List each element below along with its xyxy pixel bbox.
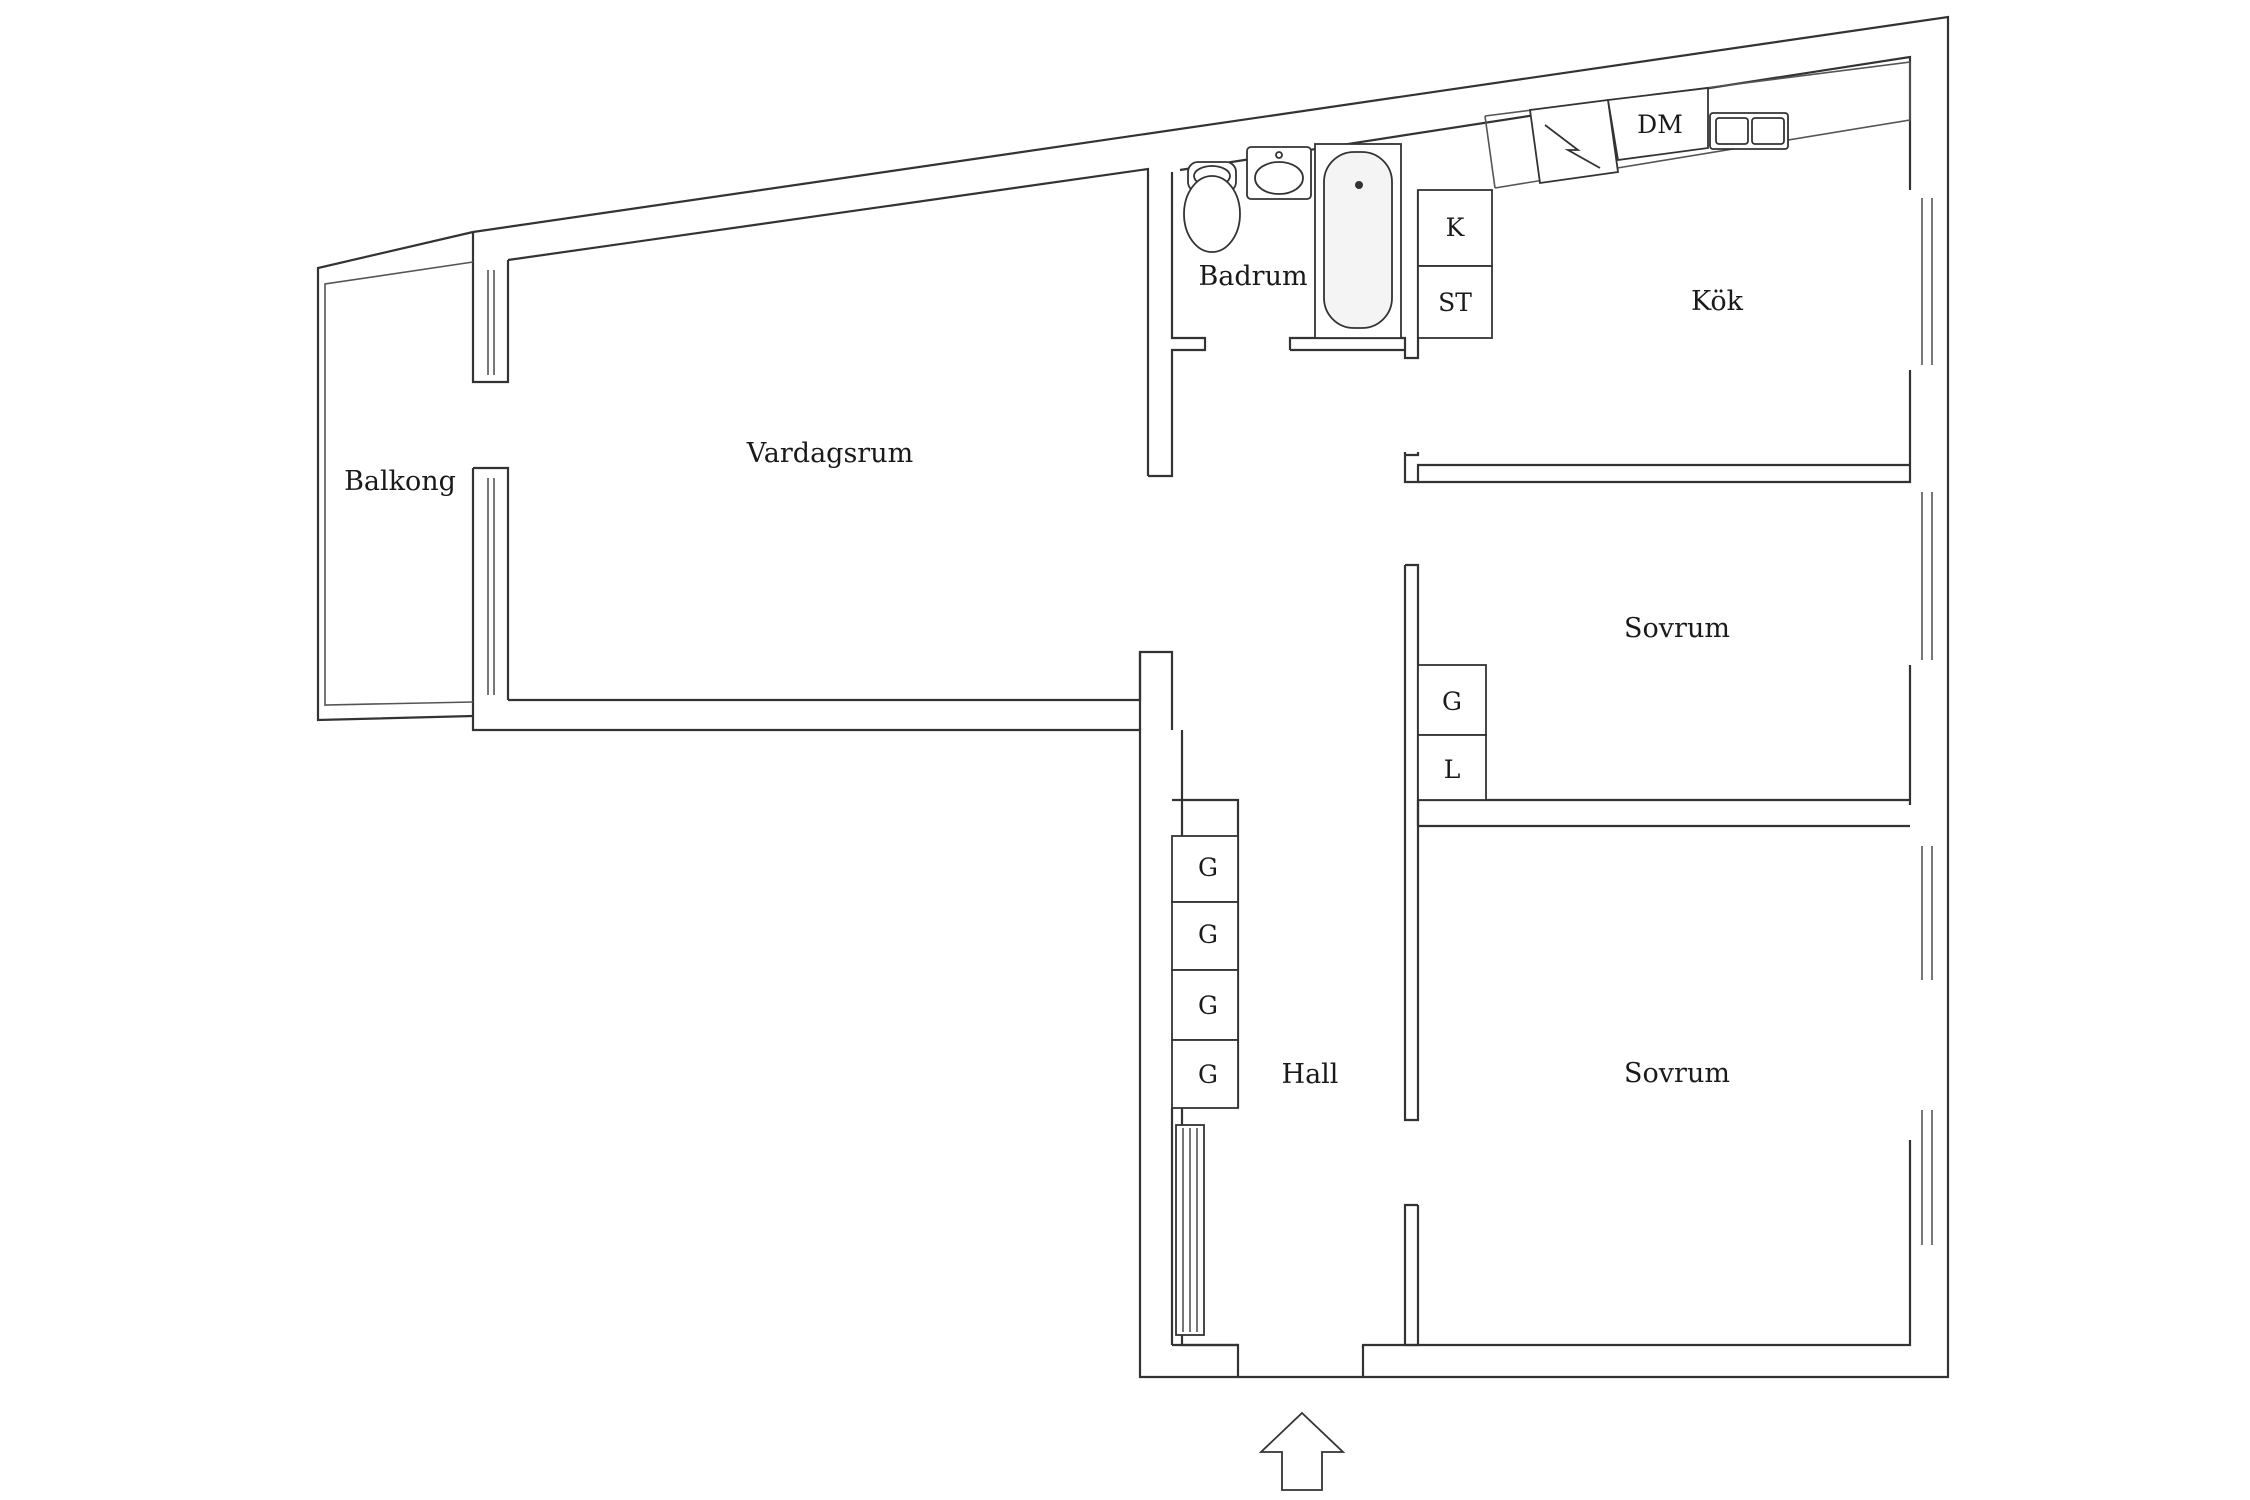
hall-closets: G G G G [1171, 835, 1239, 1109]
sink-icon [1246, 146, 1312, 200]
radiator-icon [1175, 1124, 1205, 1336]
closet-label-dm: DM [1637, 110, 1683, 139]
room-label-vardagsrum: Vardagsrum [746, 438, 913, 469]
closet-label-l: L [1444, 755, 1461, 784]
closet-label-g-hall-4: G [1198, 1060, 1218, 1089]
kitchen-closets: K ST [1417, 189, 1493, 339]
room-label-sovrum-1: Sovrum [1624, 613, 1730, 644]
closet-label-g-hall-1: G [1198, 853, 1218, 882]
room-label-balkong: Balkong [344, 466, 456, 497]
outer-walls [471, 15, 1950, 1379]
room-label-hall: Hall [1282, 1059, 1339, 1090]
closet-label-g-hall-2: G [1198, 920, 1218, 949]
toilet-icon [1183, 161, 1241, 253]
bathtub-icon [1314, 143, 1402, 339]
room-label-kok: Kök [1691, 286, 1744, 317]
balcony [316, 230, 474, 722]
closet-label-k: K [1446, 213, 1466, 242]
entrance-arrow-icon [1258, 1411, 1346, 1491]
kitchen-sink-icon [1709, 112, 1789, 150]
closet-label-g-bedroom: G [1442, 687, 1462, 716]
interior-walls [1148, 172, 1912, 1377]
room-label-sovrum-2: Sovrum [1624, 1058, 1730, 1089]
windows [487, 198, 1933, 1245]
room-label-badrum: Badrum [1198, 261, 1307, 292]
dishwasher: DM [1606, 86, 1709, 162]
closet-label-g-hall-3: G [1198, 991, 1218, 1020]
stove-icon [1528, 98, 1620, 185]
closet-label-st: ST [1438, 288, 1472, 317]
bedroom-closets: G L [1417, 664, 1487, 801]
